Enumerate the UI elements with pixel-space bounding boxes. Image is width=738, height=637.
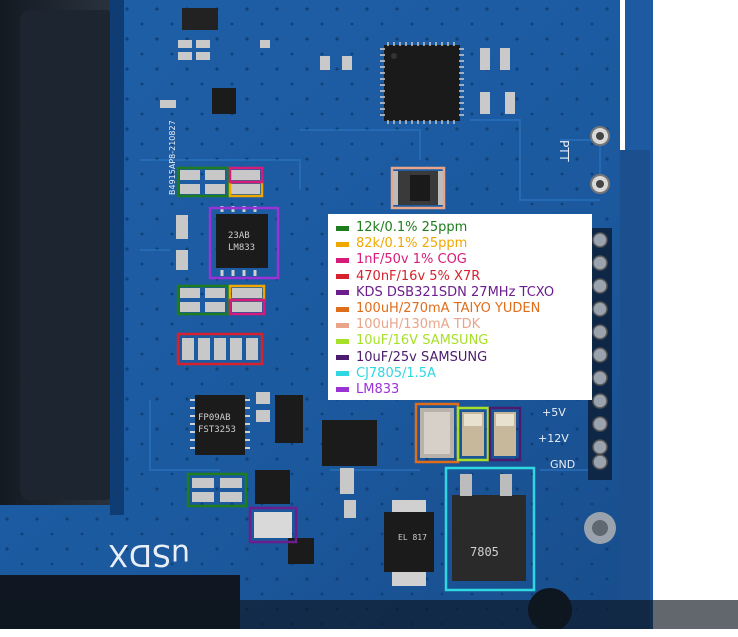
svg-text:EL 817: EL 817 (398, 533, 427, 542)
highlight-1nf-top (228, 166, 264, 184)
legend-item: KDS DSB321SDN 27MHz TCXO (336, 285, 586, 301)
optocoupler (384, 512, 434, 572)
highlight-tcxo (248, 506, 298, 544)
legend-item: 10uF/25v SAMSUNG (336, 350, 586, 366)
legend-label: LM833 (356, 381, 400, 397)
legend-swatch (336, 338, 349, 344)
legend-item: 10uF/16V SAMSUNG (336, 333, 586, 349)
plus5v-label: +5V (542, 406, 566, 419)
legend-label: 1nF/50v 1% COG (356, 252, 467, 268)
highlight-lm833 (208, 206, 280, 280)
legend-item: LM833 (336, 382, 586, 398)
highlight-cj7805 (444, 466, 536, 592)
qfp-chip (384, 45, 460, 121)
svg-text:LM833: LM833 (228, 243, 255, 253)
legend-swatch (336, 355, 349, 361)
bottom-margin (0, 629, 738, 637)
svg-text:FST3253: FST3253 (198, 425, 236, 435)
legend-label: 470nF/16v 5% X7R (356, 268, 481, 284)
highlight-12k-bottom (176, 284, 230, 316)
legend-label: 82k/0.1% 25ppm (356, 236, 468, 252)
svg-text:23AB: 23AB (228, 231, 250, 241)
legend-item: 100uH/270mA TAIYO YUDEN (336, 301, 586, 317)
svg-text:7805: 7805 (470, 545, 499, 559)
legend-label: 100uH/130mA TDK (356, 317, 481, 333)
legend-swatch (336, 322, 349, 328)
legend-swatch (336, 306, 349, 312)
legend-item: 12k/0.1% 25ppm (336, 220, 586, 236)
fst3253-chip (195, 395, 245, 455)
legend-label: 10uF/25v SAMSUNG (356, 349, 488, 365)
legend-swatch (336, 371, 349, 377)
ptt-label: PTT (557, 140, 571, 162)
highlight-12k-lower (186, 472, 248, 508)
legend-label: KDS DSB321SDN 27MHz TCXO (356, 284, 555, 300)
legend-swatch (336, 241, 349, 247)
highlight-12k-top (176, 166, 230, 198)
regulator-7805 (452, 495, 526, 581)
lm833-chip (216, 214, 268, 268)
legend-label: CJ7805/1.5A (356, 365, 436, 381)
board-code: B4915AP8-210827 (168, 120, 177, 195)
legend-swatch (336, 274, 349, 280)
legend-swatch (336, 387, 349, 393)
legend-label: 10uF/16V SAMSUNG (356, 333, 489, 349)
legend-swatch (336, 290, 349, 296)
svg-text:FP09AB: FP09AB (198, 413, 231, 423)
highlight-1nf-bottom (228, 298, 266, 316)
tcxo (254, 512, 292, 538)
legend-item: 100uH/130mA TDK (336, 317, 586, 333)
legend-label: 100uH/270mA TAIYO YUDEN (356, 301, 541, 317)
highlight-10uf-16v (456, 406, 490, 462)
highlight-10uf-25v (488, 406, 522, 462)
legend-box: 12k/0.1% 25ppm 82k/0.1% 25ppm 1nF/50v 1%… (328, 214, 592, 400)
legend-swatch (336, 225, 349, 231)
legend-item: 82k/0.1% 25ppm (336, 236, 586, 252)
highlight-100uh-tdk (390, 166, 446, 210)
plus12v-label: +12V (538, 432, 569, 445)
legend-item: CJ7805/1.5A (336, 366, 586, 382)
legend-swatch (336, 257, 349, 263)
gnd-label: GND (550, 458, 575, 471)
legend-item: 470nF/16v 5% X7R (336, 269, 586, 285)
legend-label: 12k/0.1% 25ppm (356, 220, 468, 236)
highlight-470nf (176, 332, 264, 366)
legend-item: 1nF/50v 1% COG (336, 252, 586, 268)
board-label: uSDX (108, 537, 190, 572)
